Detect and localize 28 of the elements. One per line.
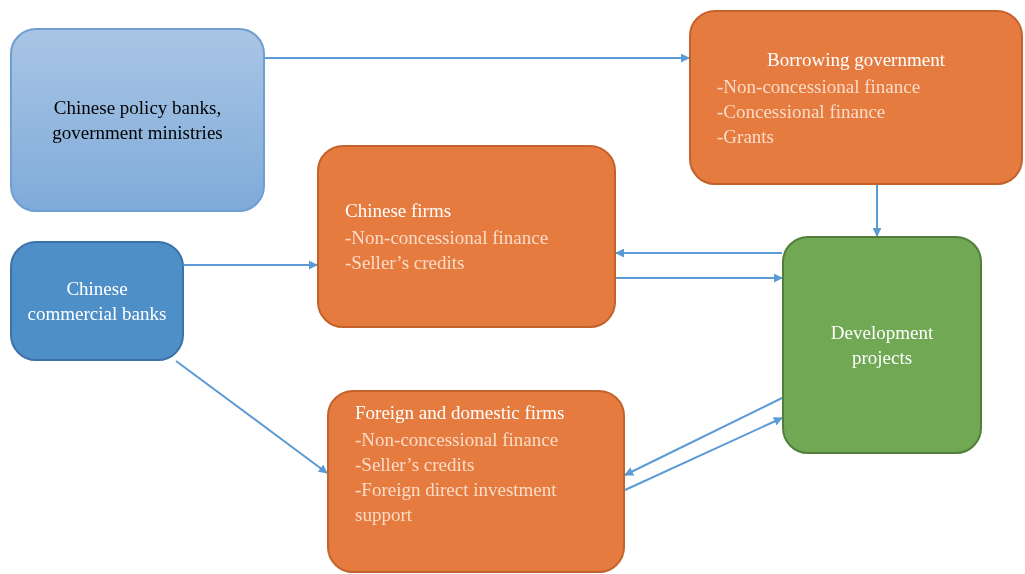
source-box xyxy=(10,241,184,361)
list-item: -Seller’s credits xyxy=(355,453,476,477)
arrow xyxy=(264,53,690,63)
arrow xyxy=(615,248,783,258)
list-item: -Seller’s credits xyxy=(345,251,466,275)
node-title: Foreign and domestic firms xyxy=(355,401,566,425)
arrow xyxy=(615,273,783,283)
node-title: Borrowing government xyxy=(766,47,946,72)
list-item: -Non-concessional finance xyxy=(717,74,922,99)
process-box xyxy=(327,390,625,573)
arrow xyxy=(624,397,783,476)
list-item: -Foreign direct investment support xyxy=(355,478,558,527)
node-title: Chinese firms xyxy=(345,199,453,223)
process-box xyxy=(317,145,616,328)
list-item: -Concessional finance xyxy=(717,99,887,124)
list-item: -Non-concessional finance xyxy=(355,428,560,452)
arrow xyxy=(175,360,328,474)
process-box xyxy=(689,10,1023,185)
list-item: -Grants xyxy=(717,124,775,149)
node-title: Chinese commercial banks xyxy=(26,277,168,326)
arrow xyxy=(872,184,882,237)
source-box xyxy=(10,28,265,212)
node-title: Chinese policy banks, government ministries xyxy=(51,96,224,145)
target-box xyxy=(782,236,982,454)
node-title: Development projects xyxy=(829,321,935,370)
arrow xyxy=(183,260,318,270)
list-item: -Non-concessional finance xyxy=(345,226,550,250)
arrow xyxy=(624,417,783,491)
